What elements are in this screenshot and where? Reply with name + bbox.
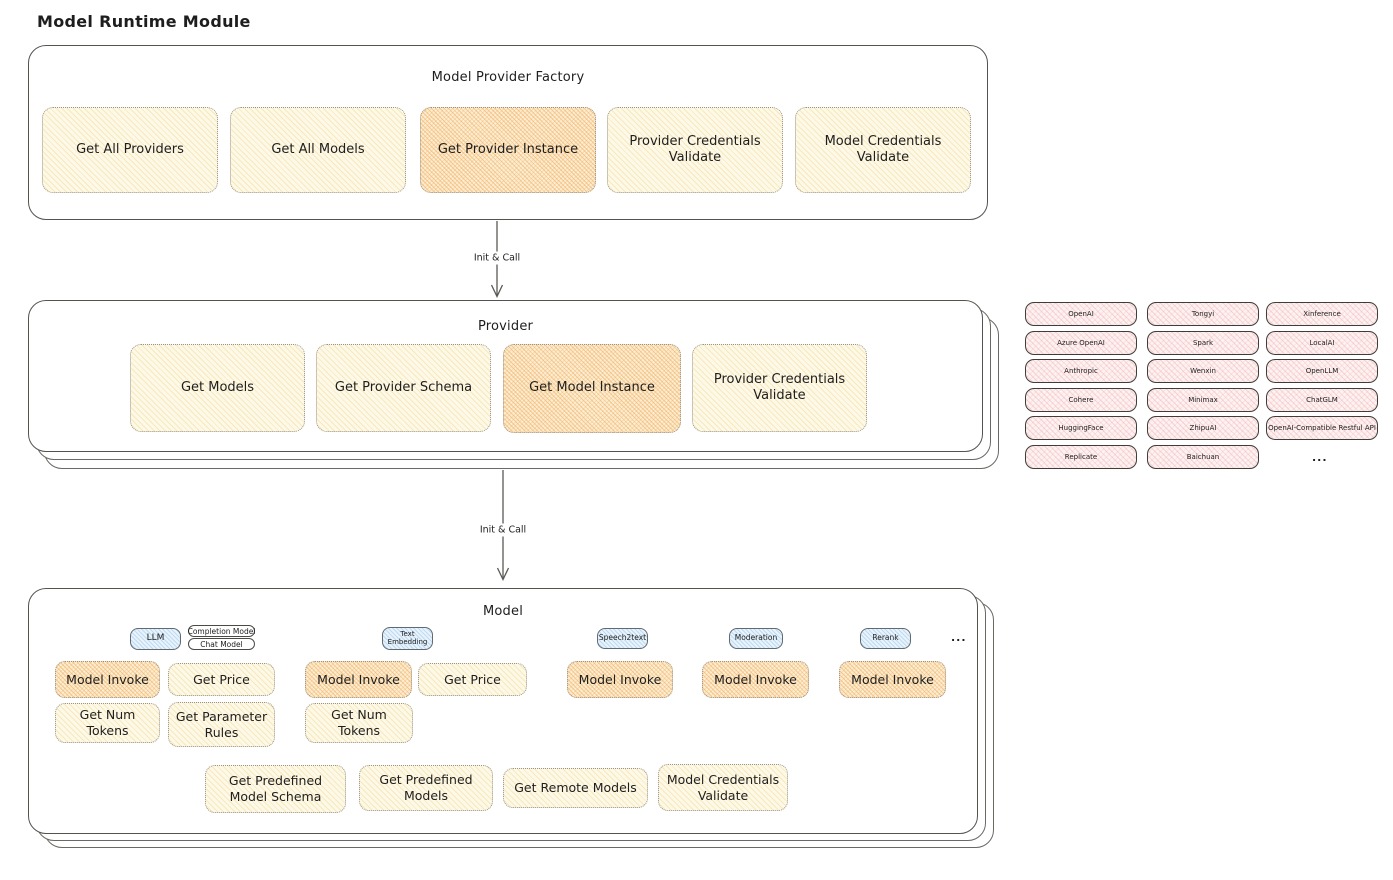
model-type-moderation: Moderation [729, 628, 783, 649]
provider-chips-more: ... [1312, 451, 1328, 464]
provider-chip-azure-openai: Azure OpenAI [1025, 331, 1137, 355]
tag-completion-model: Completion Model [187, 625, 256, 637]
model-type-text-embedding: Text Embedding [382, 627, 433, 650]
get-remote-models: Get Remote Models [503, 768, 648, 808]
provider-title: Provider [477, 319, 534, 334]
llm-get-price: Get Price [168, 663, 275, 696]
factory-title: Model Provider Factory [431, 70, 585, 85]
model-credentials-validate: Model Credentials Validate [658, 764, 788, 811]
moderation-model-invoke: Model Invoke [702, 661, 809, 698]
provider-chip-openllm: OpenLLM [1266, 359, 1378, 383]
model-types-more: ... [951, 631, 967, 644]
provider-chip-minimax: Minimax [1147, 388, 1259, 412]
factory-get-all-providers: Get All Providers [42, 107, 218, 193]
model-type-llm: LLM [130, 628, 181, 650]
provider-provider-credentials-validate: Provider Credentials Validate [692, 344, 867, 432]
factory-provider-credentials-validate: Provider Credentials Validate [607, 107, 783, 193]
text-embedding-get-num-tokens: Get Num Tokens [305, 703, 413, 743]
llm-get-num-tokens: Get Num Tokens [55, 703, 160, 743]
tag-chat-model: Chat Model [188, 638, 255, 650]
text-embedding-get-price: Get Price [418, 663, 527, 696]
provider-get-models: Get Models [130, 344, 305, 432]
factory-get-all-models: Get All Models [230, 107, 406, 193]
provider-chip-baichuan: Baichuan [1147, 445, 1259, 469]
provider-chip-wenxin: Wenxin [1147, 359, 1259, 383]
factory-model-credentials-validate: Model Credentials Validate [795, 107, 971, 193]
provider-chip-xinference: Xinference [1266, 302, 1378, 326]
model-type-speech2text: Speech2text [597, 628, 648, 649]
arrow-label-init-call-1: Init & Call [469, 251, 525, 265]
arrow-label-init-call-2: Init & Call [475, 523, 531, 537]
provider-get-provider-schema: Get Provider Schema [316, 344, 491, 432]
provider-chip-spark: Spark [1147, 331, 1259, 355]
llm-get-parameter-rules: Get Parameter Rules [168, 702, 275, 747]
model-title: Model [482, 604, 524, 619]
model-type-rerank: Rerank [860, 628, 911, 649]
get-predefined-models: Get Predefined Models [359, 765, 493, 811]
provider-get-model-instance: Get Model Instance [503, 344, 681, 433]
speech2text-model-invoke: Model Invoke [567, 661, 673, 698]
get-predefined-model-schema: Get Predefined Model Schema [205, 765, 346, 813]
page-title: Model Runtime Module [37, 12, 251, 31]
provider-chip-localai: LocalAI [1266, 331, 1378, 355]
provider-chip-zhipuai: ZhipuAI [1147, 416, 1259, 440]
provider-chip-replicate: Replicate [1025, 445, 1137, 469]
provider-chip-openai-compatible: OpenAI-Compatible Restful API [1266, 416, 1378, 440]
provider-chip-anthropic: Anthropic [1025, 359, 1137, 383]
provider-chip-chatglm: ChatGLM [1266, 388, 1378, 412]
provider-chip-tongyi: Tongyi [1147, 302, 1259, 326]
provider-chip-cohere: Cohere [1025, 388, 1137, 412]
llm-model-invoke: Model Invoke [55, 661, 160, 698]
provider-chip-openai: OpenAI [1025, 302, 1137, 326]
factory-get-provider-instance: Get Provider Instance [420, 107, 596, 193]
text-embedding-model-invoke: Model Invoke [305, 661, 412, 698]
provider-chip-huggingface: HuggingFace [1025, 416, 1137, 440]
rerank-model-invoke: Model Invoke [839, 661, 946, 698]
